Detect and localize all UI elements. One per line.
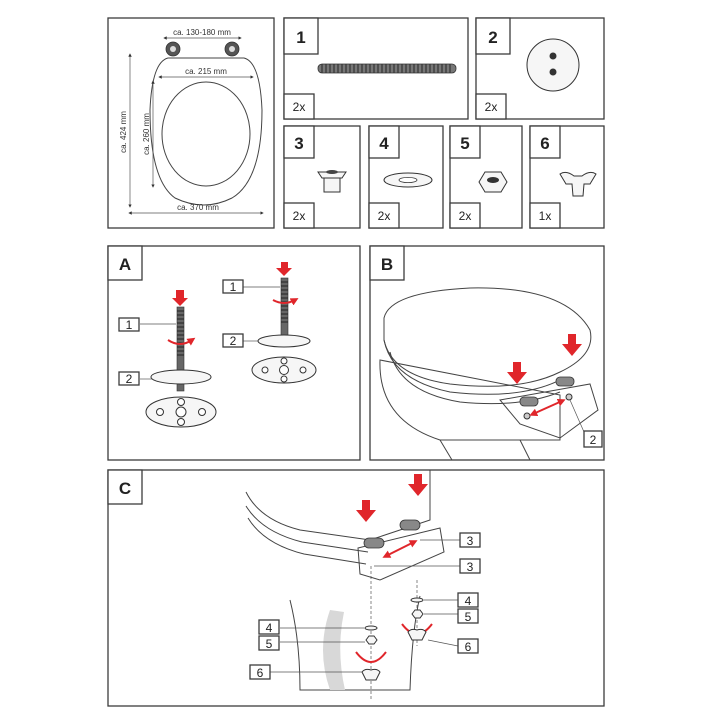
adjust-arrow-icon bbox=[382, 540, 418, 558]
total-width-label: ca. 370 mm bbox=[177, 203, 219, 212]
down-arrow-icon bbox=[408, 474, 428, 496]
down-arrow-icon bbox=[356, 500, 376, 522]
part-quantity: 2x bbox=[293, 100, 306, 114]
callout-label: 1 bbox=[126, 318, 133, 332]
rod-assembly-left bbox=[140, 290, 217, 428]
callout-box bbox=[457, 608, 479, 624]
adjust-arrow-icon bbox=[529, 398, 566, 417]
part-quantity: 1x bbox=[539, 209, 552, 223]
rubber-bushing-icon bbox=[317, 170, 347, 193]
callout-label: 5 bbox=[266, 637, 273, 651]
part-quantity: 2x bbox=[459, 209, 472, 223]
hinge-right-icon bbox=[224, 41, 240, 57]
callout-box bbox=[459, 532, 481, 548]
part-number: 4 bbox=[379, 134, 389, 153]
rotate-arrow-icon bbox=[167, 337, 196, 346]
step-label: A bbox=[119, 255, 131, 274]
part-5-panel: 5 2x bbox=[449, 125, 523, 229]
callout-box bbox=[118, 317, 140, 332]
down-arrow-icon bbox=[562, 334, 582, 356]
inner-length-label: ca. 260 mm bbox=[142, 113, 151, 155]
part-number: 3 bbox=[294, 134, 303, 153]
seat-inner-opening bbox=[161, 81, 251, 187]
step-c-panel: C bbox=[107, 469, 605, 707]
part-3-panel: 3 2x bbox=[283, 125, 361, 229]
step-label: C bbox=[119, 479, 131, 498]
part-2-panel: 2 2x bbox=[475, 17, 605, 120]
callout-box bbox=[222, 279, 244, 294]
callout-label: 3 bbox=[467, 534, 474, 548]
hinge-left-icon bbox=[165, 41, 181, 57]
wing-tool-icon bbox=[559, 171, 597, 197]
callout-box bbox=[249, 664, 271, 680]
callout-label: 4 bbox=[465, 594, 472, 608]
part-number: 1 bbox=[296, 28, 305, 47]
callout-box bbox=[222, 333, 244, 348]
callout-label: 6 bbox=[257, 666, 264, 680]
part-4-panel: 4 2x bbox=[368, 125, 444, 229]
callout-label: 3 bbox=[467, 560, 474, 574]
callout-label: 4 bbox=[266, 621, 273, 635]
rod-assembly-right bbox=[243, 262, 317, 384]
seat-outline bbox=[149, 57, 263, 206]
down-arrow-icon bbox=[507, 362, 527, 384]
callout-label: 1 bbox=[230, 280, 237, 294]
part-number: 2 bbox=[488, 28, 497, 47]
callout-box bbox=[457, 638, 479, 654]
callout-label: 2 bbox=[126, 372, 133, 386]
hinge-icon bbox=[363, 519, 421, 549]
down-arrow-icon bbox=[172, 290, 188, 306]
step-label: B bbox=[381, 255, 393, 274]
callout-label: 6 bbox=[465, 640, 472, 654]
part-6-panel: 6 1x bbox=[529, 125, 605, 229]
part-number: 6 bbox=[540, 134, 549, 153]
callout-box bbox=[457, 592, 479, 608]
callout-label: 5 bbox=[465, 610, 472, 624]
washer-icon bbox=[383, 172, 433, 188]
callout-box bbox=[583, 430, 603, 448]
callout-label: 2 bbox=[230, 334, 237, 348]
callout-box bbox=[118, 371, 140, 386]
part-quantity: 2x bbox=[293, 209, 306, 223]
threaded-rod-icon bbox=[317, 63, 457, 74]
step-a-panel: A 1 2 bbox=[107, 245, 361, 461]
part-1-panel: 1 2x bbox=[283, 17, 469, 120]
rotate-arrow-icon bbox=[355, 651, 387, 663]
toilet-underside-illustration bbox=[245, 470, 460, 700]
part-number: 5 bbox=[460, 134, 469, 153]
part-quantity: 2x bbox=[485, 100, 498, 114]
part-quantity: 2x bbox=[378, 209, 391, 223]
toilet-with-seat-illustration bbox=[379, 287, 599, 461]
callout-box bbox=[258, 619, 280, 635]
hinge-spacing-label: ca. 130-180 mm bbox=[173, 28, 231, 37]
down-arrow-icon bbox=[276, 262, 292, 276]
dimensions-panel: ca. 130-180 mm ca. 215 mm ca. 424 mm ca.… bbox=[107, 17, 275, 229]
callout-box bbox=[258, 635, 280, 651]
hex-nut-icon bbox=[478, 171, 508, 193]
base-plate-icon bbox=[526, 38, 580, 92]
rotate-arrow-icon bbox=[272, 298, 299, 306]
inner-width-label: ca. 215 mm bbox=[185, 67, 227, 76]
step-b-panel: B 2 bbox=[369, 245, 605, 461]
callout-label: 2 bbox=[590, 433, 597, 447]
callout-box bbox=[459, 558, 481, 574]
total-length-label: ca. 424 mm bbox=[119, 111, 128, 153]
